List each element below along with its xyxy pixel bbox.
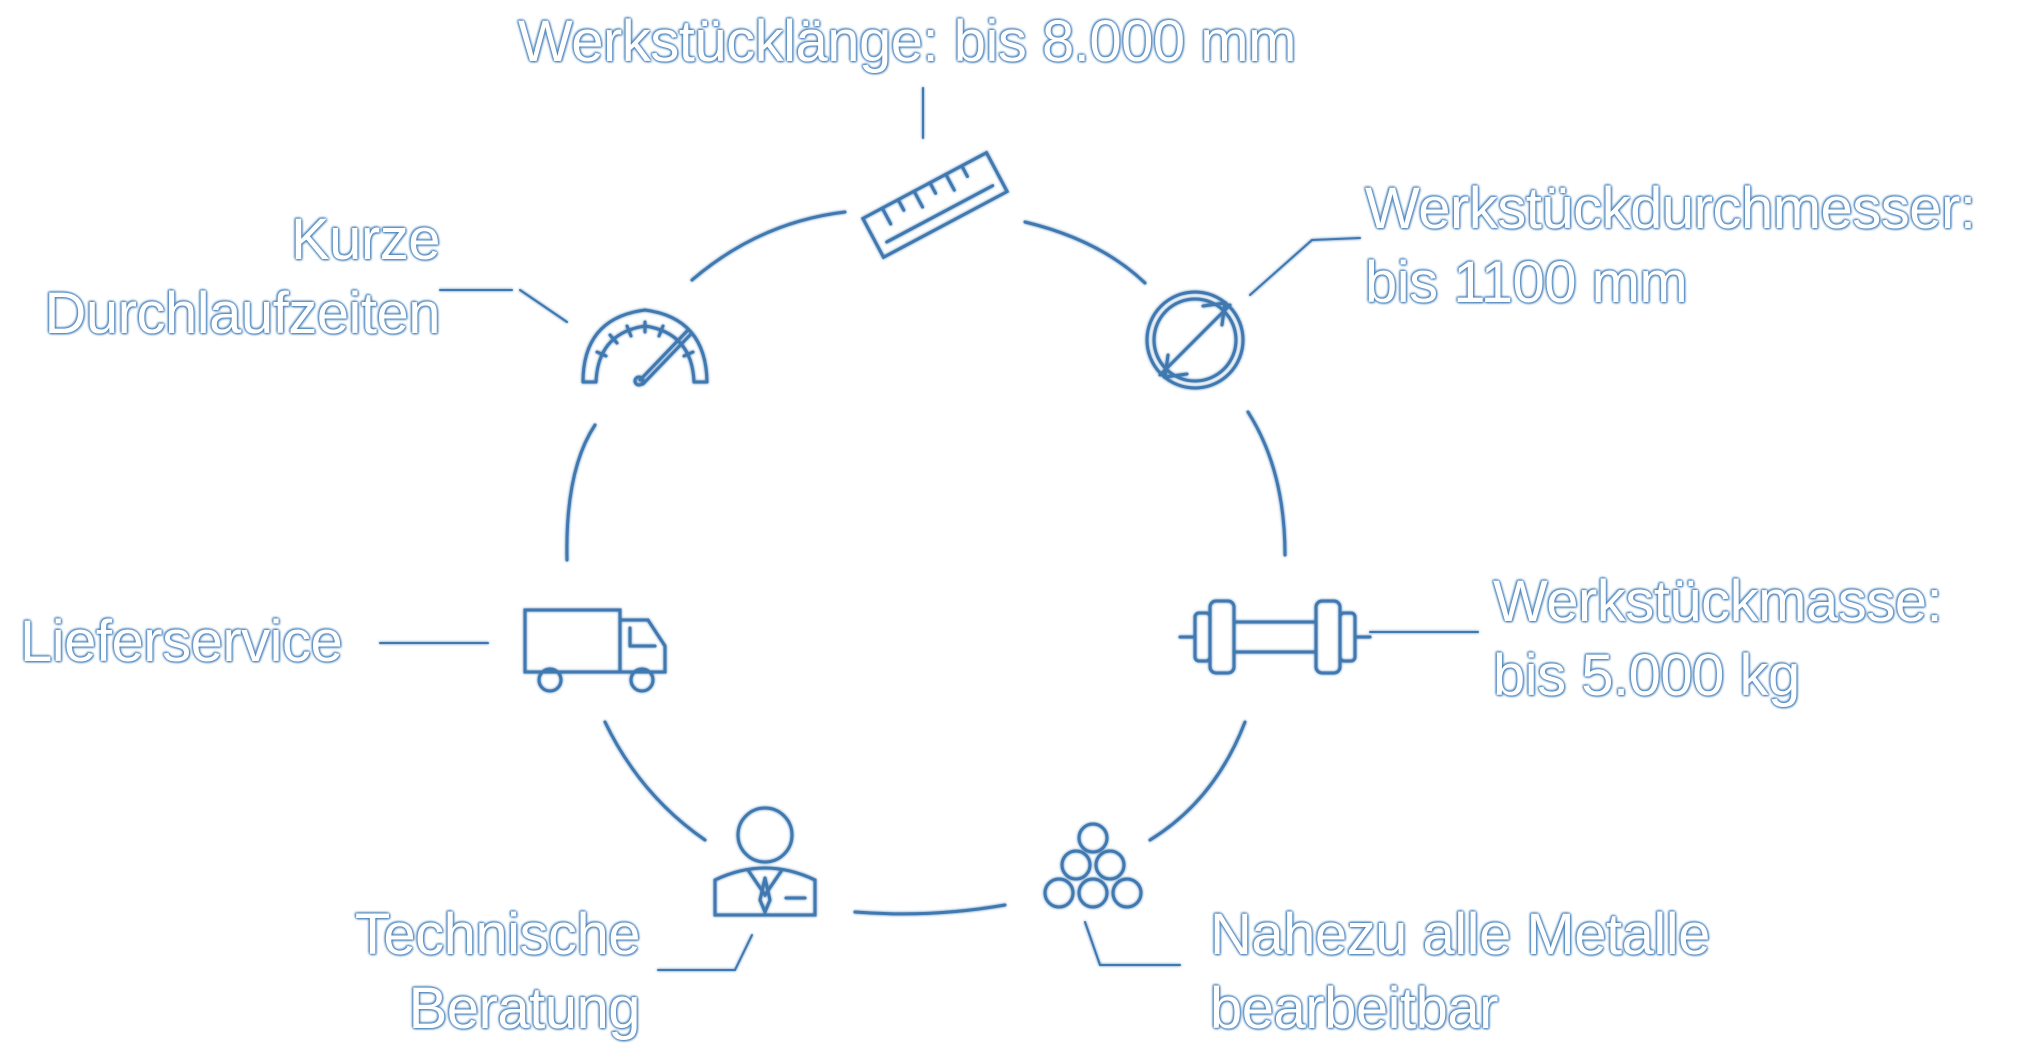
label-lieferservice: Lieferservice — [20, 609, 343, 674]
truck-icon — [523, 608, 667, 693]
arc-segment — [1148, 720, 1247, 842]
connector-durchmesser — [1249, 239, 1313, 296]
connector-kurze-diag — [519, 289, 568, 323]
arc-segment — [565, 423, 597, 562]
connector-lines — [379, 87, 1479, 971]
arc-segment — [1023, 220, 1147, 285]
label-werkstueckdurchmesser: Werkstückdurchmesser: bis 1100 mm — [1365, 176, 1976, 315]
diameter-icon — [1145, 290, 1245, 390]
connector-beratung — [734, 934, 753, 971]
dumbbell-icon — [1178, 599, 1372, 675]
pipes-stack-icon — [1043, 822, 1143, 909]
label-werkstuecklaenge: Werkstücklänge: bis 8.000 mm — [518, 9, 1296, 74]
label-metalle: Nahezu alle Metalle bearbeitbar — [1210, 902, 1710, 1041]
label-werkstueckmasse: Werkstückmasse: bis 5.000 kg — [1493, 569, 1943, 708]
consultant-icon — [713, 806, 817, 917]
arc-segment — [853, 903, 1007, 916]
cycle-arcs — [565, 210, 1287, 916]
arc-segment — [603, 720, 707, 842]
speedometer-icon — [581, 308, 709, 387]
arc-segment — [690, 210, 847, 282]
connector-durchmesser-h — [1311, 237, 1361, 241]
label-technische-beratung: Technische Beratung — [354, 902, 641, 1041]
connector-metalle — [1084, 921, 1101, 966]
ruler-icon — [860, 150, 1010, 260]
arc-segment — [1246, 410, 1287, 557]
label-kurze-durchlaufzeiten: Kurze Durchlaufzeiten — [44, 207, 441, 346]
